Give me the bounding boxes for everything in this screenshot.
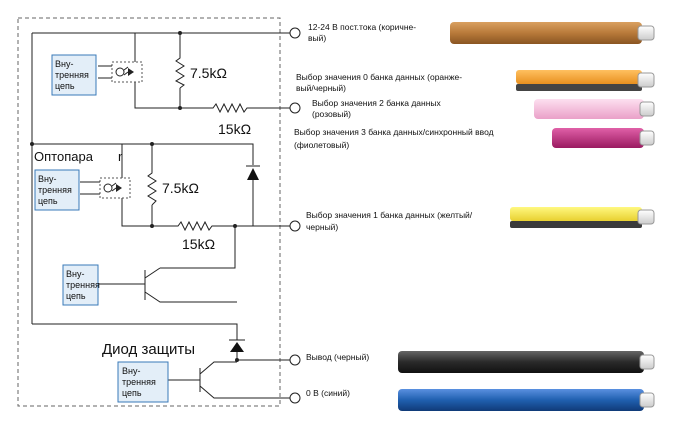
- cable-blue: [398, 389, 655, 411]
- protection-diode-label: Диод защиты: [102, 341, 195, 358]
- internal-circuit-label-line1: Вну-: [38, 174, 56, 184]
- cable-yellow-black: [510, 207, 655, 228]
- internal-circuit-label-line1: Вну-: [122, 366, 140, 376]
- optocoupler-1: [98, 61, 143, 83]
- wire-label-orange-line1: Выбор значения 0 банка данных (оранже-: [296, 72, 462, 82]
- terminal-1: [289, 27, 301, 39]
- internal-circuit-box-3: Вну- тренняя цепь: [62, 264, 100, 306]
- wire-label-blue: 0 В (синий): [306, 388, 350, 398]
- cable-orange-black: [516, 70, 655, 91]
- cable-brown: [450, 22, 655, 44]
- device-enclosure: [17, 17, 281, 407]
- junction-dots: [30, 31, 239, 362]
- diode-1: [246, 165, 260, 180]
- internal-circuit-label-line2: тренняя: [38, 185, 72, 195]
- cable-black: [398, 351, 655, 373]
- internal-circuit-box-1: Вну- тренняя цепь: [51, 54, 97, 96]
- internal-circuit-label-line2: тренняя: [122, 377, 156, 387]
- resistor-r1: [174, 55, 185, 89]
- internal-circuit-label-line2: тренняя: [66, 280, 100, 290]
- terminal-4: [289, 354, 301, 366]
- optocoupler-2: [80, 177, 131, 199]
- wire-label-pink-line2: (розовый): [312, 109, 351, 119]
- optocoupler-label: Оптопара: [34, 149, 94, 164]
- cable-pink: [534, 99, 655, 119]
- resistor-r2-value: 15kΩ: [218, 121, 251, 137]
- terminal-3: [289, 220, 301, 232]
- wire-label-orange-line2: вый/черный): [296, 83, 346, 93]
- wire-label-black: Вывод (черный): [306, 352, 369, 362]
- wire-label-violet-line1: Выбор значения 3 банка данных/синхронный…: [294, 127, 494, 137]
- terminal-5: [289, 392, 301, 404]
- terminal-2: [289, 102, 301, 114]
- internal-circuit-box-2: Вну- тренняя цепь: [34, 169, 80, 211]
- terminals: [289, 27, 301, 404]
- cable-violet: [552, 128, 655, 148]
- protection-diode: [229, 339, 245, 352]
- internal-circuit-label-line3: цепь: [55, 81, 75, 91]
- resistor-r4: [175, 220, 215, 232]
- internal-circuit-label-line2: тренняя: [55, 70, 89, 80]
- wire-label-violet-line2: (фиолетовый): [294, 140, 349, 150]
- resistor-r4-value: 15kΩ: [182, 236, 215, 252]
- wire-label-brown-line1: 12-24 В пост.тока (коричне-: [308, 22, 416, 32]
- wire-label-yellow-line2: черный): [306, 222, 338, 232]
- resistor-r1-value: 7.5kΩ: [190, 65, 227, 81]
- internal-circuit-label-line3: цепь: [66, 291, 86, 301]
- internal-circuit-label-line3: цепь: [122, 388, 142, 398]
- internal-circuit-box-4: Вну- тренняя цепь: [117, 361, 169, 403]
- wire-label-yellow-line1: Выбор значения 1 банка данных (желтый/: [306, 210, 473, 220]
- internal-circuit-label-line1: Вну-: [55, 59, 73, 69]
- wire-label-pink-line1: Выбор значения 2 банка данных: [312, 98, 442, 108]
- resistor-r3-value: 7.5kΩ: [162, 180, 199, 196]
- optocoupler-mark: r: [118, 149, 123, 164]
- internal-circuit-label-line1: Вну-: [66, 269, 84, 279]
- resistor-r2: [210, 102, 250, 114]
- wire-label-brown-line2: вый): [308, 33, 326, 43]
- resistor-r3: [147, 170, 157, 206]
- internal-circuit-label-line3: цепь: [38, 196, 58, 206]
